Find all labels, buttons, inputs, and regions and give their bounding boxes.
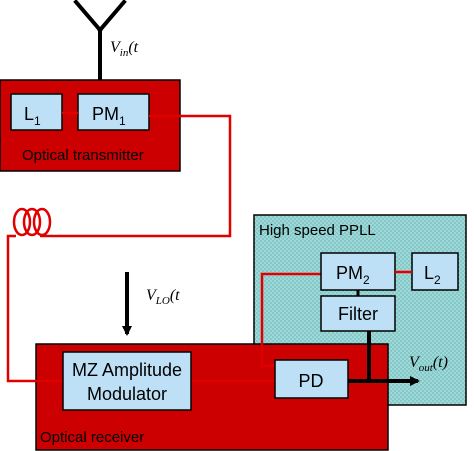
laser-l2-label: L2: [424, 263, 441, 287]
loop-filter-label: Filter: [338, 304, 378, 324]
laser-l1-box: [10, 93, 63, 131]
optical-fiber: [6, 111, 321, 383]
antenna-icon: [73, 0, 127, 80]
fiber-coil-icon: [12, 207, 52, 237]
transmitter-label: Optical transmitter: [22, 147, 144, 164]
receiver-label: Optical receiver: [40, 429, 144, 446]
mz-modulator-label-line1: MZ Amplitude: [72, 360, 182, 380]
phase-modulator-pm1-box: [77, 93, 150, 131]
phase-modulator-pm2-label: PM2: [336, 263, 370, 287]
input-signal-label: Vin(t: [110, 39, 139, 59]
laser-l1-label: L1: [24, 104, 41, 128]
output-signal-label: Vout(t): [409, 354, 448, 374]
lo-signal-label: VLO(t: [146, 287, 180, 307]
mz-amplitude-modulator-box: [62, 351, 192, 411]
photodetector-label: PD: [298, 371, 323, 391]
mz-modulator-label-line2: Modulator: [87, 384, 167, 404]
phase-modulator-pm2-box: [320, 252, 396, 291]
ppll-label: High speed PPLL: [259, 222, 376, 239]
phase-modulator-pm1-label: PM1: [92, 104, 126, 128]
